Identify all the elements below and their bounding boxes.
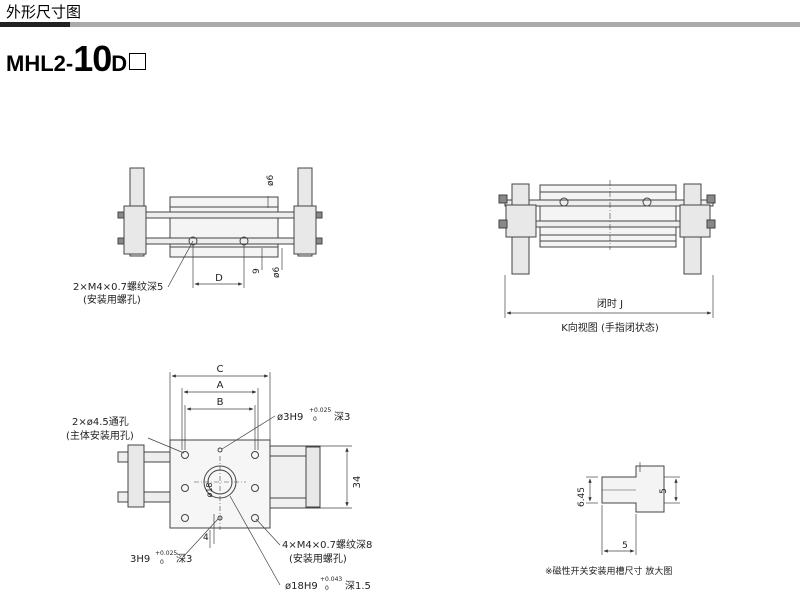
slot-detail (586, 462, 680, 555)
header-rule (0, 22, 800, 27)
pin-hole-bottom-tol-lower: 0 (160, 559, 164, 566)
dim-phi6-top-label: ø6 (266, 174, 276, 186)
pin-hole-bottom-tol-upper: +0.025 (155, 550, 177, 557)
dim-645-label: 6.45 (577, 487, 587, 507)
model-suffix: D (111, 51, 128, 76)
mount-thread-bottom-note: (安装用螺孔) (289, 552, 347, 565)
mount-thread-callout-note: (安装用螺孔) (83, 293, 141, 306)
model-size: 10 (73, 38, 112, 79)
body-hole-callout: 2×ø4.5通孔 (72, 416, 129, 428)
bore-depth: 深1.5 (345, 580, 371, 592)
section-title: 外形尺寸图 (6, 3, 82, 21)
dim-c-label: C (217, 364, 224, 375)
pin-hole-top-depth: 深3 (334, 411, 350, 423)
mount-thread-bottom-callout: 4×M4×0.7螺纹深8 (282, 538, 372, 551)
bore-tol-upper: +0.043 (320, 576, 342, 583)
k-view (498, 180, 716, 318)
bore-tol-lower: 0 (325, 585, 329, 592)
pin-hole-bottom-depth: 深3 (176, 553, 192, 565)
pin-hole-top-tol-lower: 0 (313, 416, 317, 423)
dim-b-label: B (217, 397, 224, 408)
dim-5-bottom-label: 5 (622, 541, 628, 551)
dim-4-label: 4 (203, 533, 209, 543)
dim-j-label: 闭时 J (597, 297, 623, 310)
slot-detail-caption: ※磁性开关安装用槽尺寸 放大图 (545, 565, 672, 577)
bore-callout: ø18H9 (285, 581, 318, 592)
model-option-box (129, 53, 147, 70)
header-rule-accent (0, 22, 70, 27)
bottom-view (117, 372, 352, 586)
pin-hole-top-callout: ø3H9 (277, 412, 303, 423)
dim-9-label: 9 (252, 268, 262, 274)
model-number: MHL2-10D (6, 38, 147, 80)
body-hole-callout-note: (主体安装用孔) (66, 429, 134, 442)
pin-hole-top-tol-upper: +0.025 (309, 407, 331, 414)
dim-a-label: A (217, 380, 224, 391)
dim-5-right-label: 5 (659, 488, 669, 494)
bore-phi-label: ø18 (205, 482, 214, 497)
dim-34-label: 34 (352, 476, 363, 489)
mount-thread-callout: 2×M4×0.7螺纹深5 (73, 280, 163, 293)
k-view-caption: K向视图 (手指闭状态) (561, 321, 659, 334)
dim-d-label: D (215, 273, 223, 284)
pin-hole-bottom-callout: 3H9 (130, 554, 150, 565)
dim-phi6-bottom-label: ø6 (272, 266, 282, 278)
top-left-view (117, 167, 323, 288)
model-prefix: MHL2- (6, 51, 74, 76)
